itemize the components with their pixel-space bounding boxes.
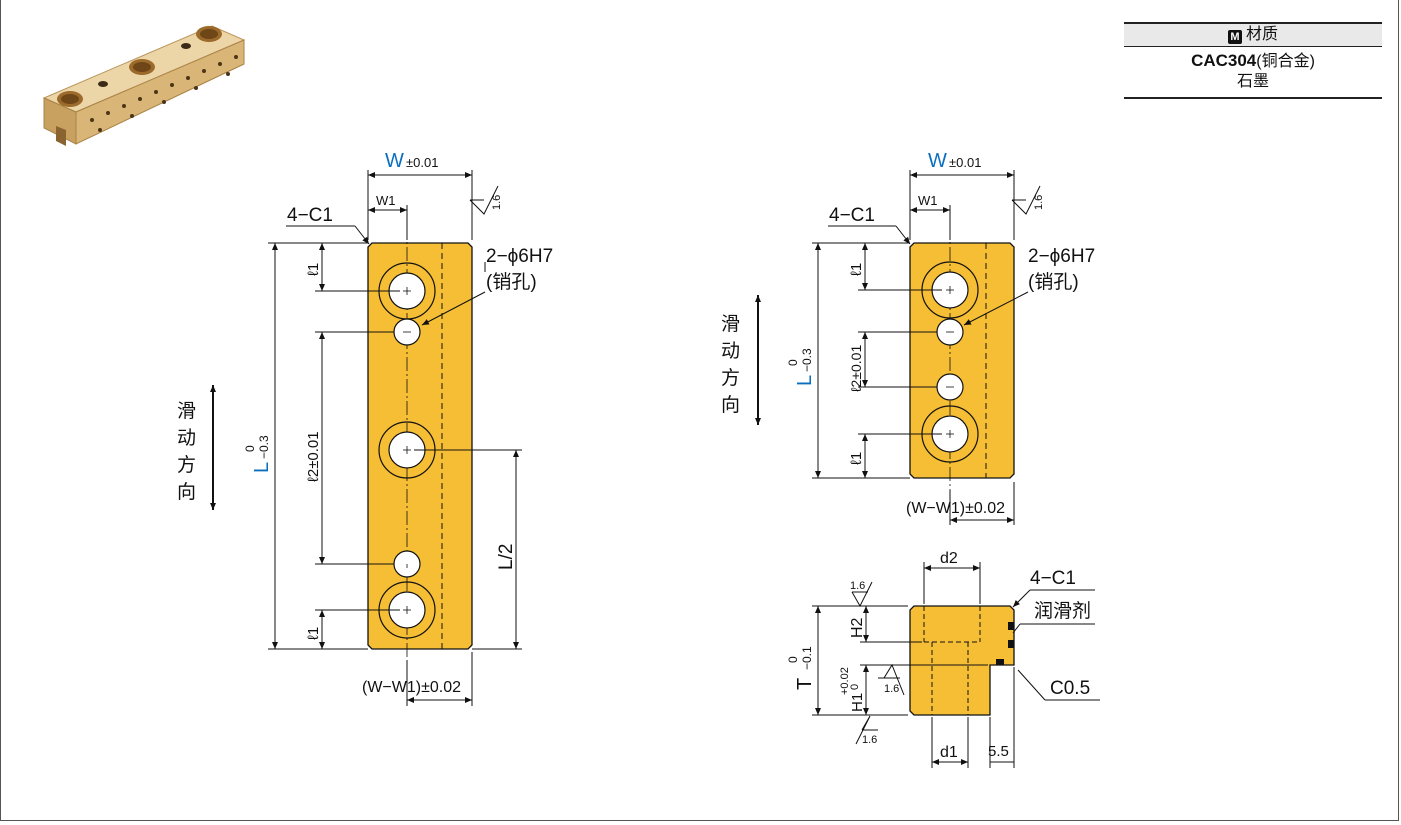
left-L-low: −0.3	[257, 435, 271, 459]
left-L-label: L	[251, 462, 273, 473]
product-photo	[42, 25, 246, 146]
left-pin-hole-label: 2−ϕ6H7	[486, 246, 553, 267]
right-pin-hole-label: 2−ϕ6H7	[1028, 246, 1095, 267]
right-L-up: 0	[786, 359, 800, 366]
left-bottom-dim: (W−W1)±0.02	[362, 679, 461, 696]
side-T-up: 0	[786, 656, 800, 663]
right-pin-note: (销孔)	[1028, 271, 1079, 293]
left-l1-bottom: ℓ1	[305, 627, 322, 640]
side-block	[909, 605, 1015, 716]
side-roughness-top-value: 1.6	[850, 580, 865, 592]
side-roughness-bottom	[855, 715, 878, 745]
side-H1-up: +0.02	[839, 667, 851, 695]
right-l1-top: ℓ1	[848, 263, 865, 276]
right-l2: ℓ2±0.01	[848, 345, 864, 392]
left-l2: ℓ2±0.01	[305, 431, 322, 482]
right-roughness-symbol	[1011, 185, 1041, 215]
side-d2: d2	[940, 550, 958, 567]
material-body: CAC304(铜合金) 石墨	[1124, 47, 1382, 99]
left-half-L: L/2	[496, 544, 517, 570]
left-slide-1: 滑	[177, 400, 196, 422]
side-roughness-mid	[878, 663, 905, 696]
left-roughness-symbol	[469, 185, 499, 215]
left-pin-note: (销孔)	[486, 271, 537, 293]
material-header-label: 材质	[1245, 26, 1278, 43]
left-view: W ±0.01 W1 1.6 4−C1 2−ϕ6H7 (销孔) 滑 动 方 向	[177, 150, 553, 706]
right-bottom-dim: (W−W1)±0.02	[906, 500, 1005, 517]
side-T: T	[794, 678, 816, 690]
left-chamfer-label: 4−C1	[287, 205, 333, 226]
left-l1-top: ℓ1	[305, 263, 322, 276]
left-roughness-value: 1.6	[491, 195, 503, 210]
side-c05: C0.5	[1050, 678, 1090, 699]
side-lube: 润滑剂	[1034, 600, 1091, 622]
right-W-label: W	[928, 150, 947, 172]
side-chamfer: 4−C1	[1030, 568, 1076, 589]
side-d1: d1	[940, 744, 958, 761]
right-l1-bottom: ℓ1	[848, 452, 865, 465]
side-roughness-mid-value: 1.6	[884, 683, 899, 695]
right-slide-3: 方	[721, 367, 740, 389]
left-slide-3: 方	[177, 454, 196, 476]
right-roughness-value: 1.6	[1033, 195, 1045, 210]
right-slide-2: 动	[721, 340, 740, 362]
material-grade: CAC304	[1191, 51, 1257, 70]
side-view: d2 d1 5.5 4−C1 润滑剂 C0.5	[786, 550, 1100, 768]
right-W1-label: W1	[918, 193, 938, 208]
left-W1-label: W1	[376, 193, 396, 208]
left-slide-2: 动	[177, 427, 196, 449]
right-L-low: −0.3	[800, 348, 814, 372]
material-grade-line: CAC304(铜合金)	[1124, 51, 1382, 72]
left-W-tol: ±0.01	[406, 155, 438, 170]
side-H1-low: 0	[849, 684, 861, 690]
material-grade-note: (铜合金)	[1256, 53, 1315, 70]
side-H1: H1	[849, 693, 866, 712]
side-T-low: −0.1	[800, 646, 814, 670]
material-second: 石墨	[1236, 73, 1269, 90]
material-icon: M	[1227, 30, 1242, 44]
right-view: W ±0.01 W1 1.6 4−C1 2−ϕ6H7 (销孔) 滑 动 方 向 …	[721, 150, 1095, 525]
right-slide-4: 向	[721, 394, 740, 416]
right-chamfer-label: 4−C1	[829, 205, 875, 226]
left-W-label: W	[385, 150, 404, 172]
left-slide-4: 向	[177, 481, 196, 503]
side-H2: H2	[849, 617, 866, 638]
side-gap: 5.5	[988, 743, 1009, 760]
right-slide-1: 滑	[721, 313, 740, 335]
right-L-label: L	[794, 375, 816, 386]
side-roughness-top	[851, 581, 873, 608]
right-W-tol: ±0.01	[949, 155, 981, 170]
side-roughness-bottom-value: 1.6	[862, 734, 877, 746]
left-L-up: 0	[243, 445, 257, 452]
